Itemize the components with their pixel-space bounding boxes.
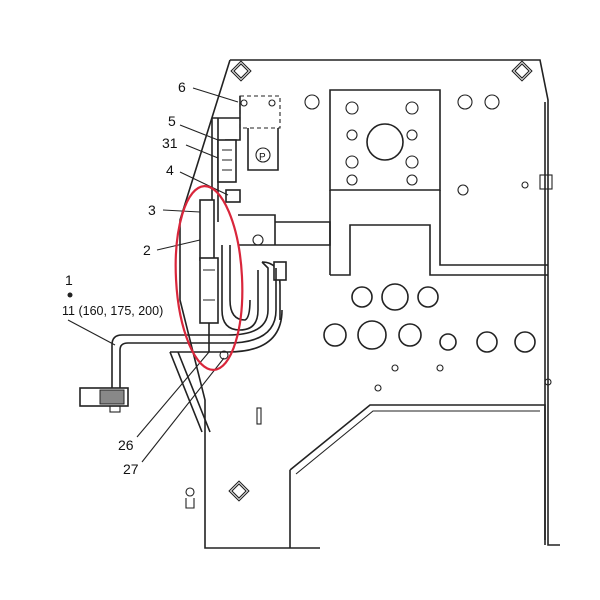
- pedal-lever: [111, 334, 228, 388]
- screw-27: [219, 350, 229, 360]
- cross-arm: [238, 214, 331, 246]
- callout-2: 2: [143, 242, 151, 258]
- callout-3: 3: [148, 202, 156, 218]
- bracket-holes: [304, 94, 553, 196]
- pedal-shaft: [169, 351, 211, 433]
- part-4-screw: [225, 189, 241, 203]
- mount-holes-square: [228, 60, 533, 502]
- p-mark-label: P: [259, 152, 266, 163]
- cable-connector: [273, 261, 287, 281]
- plate-holes-lower: [323, 283, 552, 392]
- pedal-lever-return: [227, 261, 277, 344]
- highlight-ellipse: [174, 185, 244, 371]
- callout-1-dot: [67, 292, 73, 298]
- callout-11: 11 (160, 175, 200): [62, 304, 163, 318]
- switch-body-31: [217, 139, 237, 183]
- callout-5: 5: [168, 113, 176, 129]
- upper-bracket-flange: [329, 190, 548, 276]
- cable-loop-2: [229, 245, 251, 321]
- p-mark-circle: [255, 147, 271, 163]
- part-3-body: [199, 199, 215, 261]
- plate-pin: [185, 487, 195, 509]
- part-2-detail: [203, 269, 215, 301]
- callout-1: 1: [65, 272, 73, 288]
- callout-26: 26: [118, 437, 134, 453]
- pedal-foot: [79, 387, 129, 413]
- lower-cover-plate: [289, 404, 546, 548]
- cable-loop-1: [221, 245, 259, 331]
- arm-pivot: [252, 234, 264, 246]
- callout-6: 6: [178, 79, 186, 95]
- pedal-stem: [170, 309, 283, 353]
- part-2-cylinder: [199, 257, 219, 324]
- leader-lines: [67, 87, 239, 463]
- screw-6: [240, 99, 248, 107]
- callout-31: 31: [162, 135, 178, 151]
- callout-27: 27: [123, 461, 139, 477]
- screw-6b: [268, 99, 276, 107]
- lower-cover-edge: [295, 410, 540, 475]
- callout-4: 4: [166, 162, 174, 178]
- slot-mark: [256, 407, 262, 425]
- switch-body-detail: [222, 149, 232, 171]
